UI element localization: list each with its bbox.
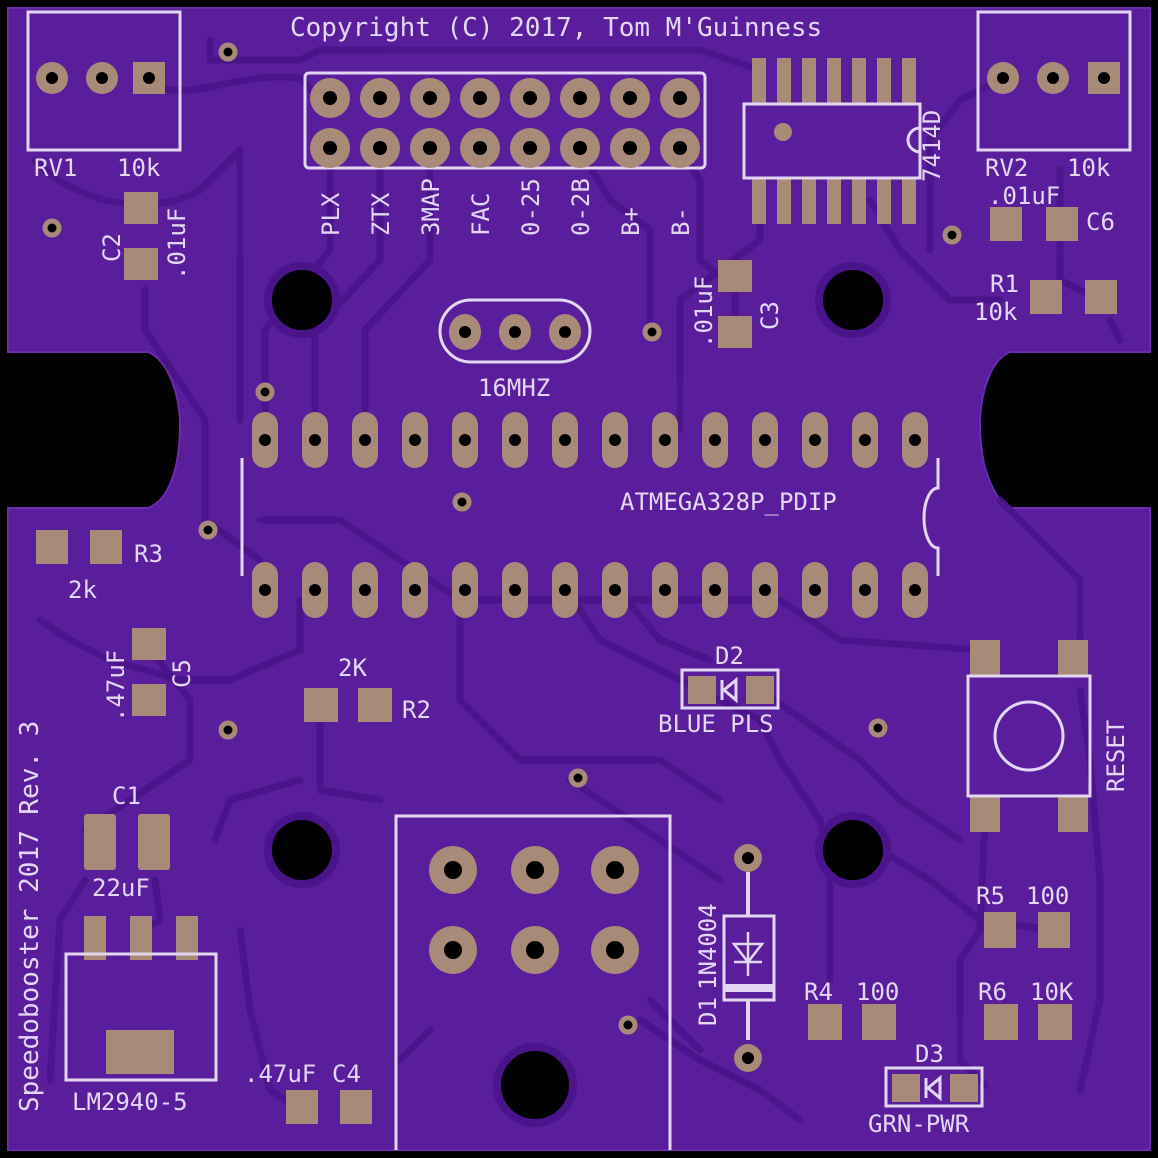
- copyright-text: Copyright (C) 2017, Tom M'Guinness: [290, 13, 822, 43]
- r1-value: 10k: [974, 298, 1018, 326]
- regulator-value: LM2940-5: [72, 1088, 188, 1116]
- vias: [42, 42, 962, 1035]
- r3-ref: R3: [134, 540, 163, 568]
- r4-resistor: R4 100: [804, 978, 899, 1040]
- header-pin-label: ZTX: [367, 192, 395, 236]
- ic-7414d: 7414D: [742, 58, 946, 224]
- header-pin-label: B+: [617, 207, 645, 236]
- r3-value: 2k: [68, 576, 97, 604]
- rv1-ref: RV1: [34, 154, 77, 182]
- r1-ref: R1: [990, 270, 1019, 298]
- r4-ref: R4: [804, 978, 833, 1006]
- rv1-value: 10k: [117, 154, 161, 182]
- reset-button: RESET: [966, 640, 1130, 832]
- ic1-value: 7414D: [918, 110, 946, 182]
- r3-resistor: R3 2k: [36, 530, 163, 604]
- d1-diode: D1 1N4004: [694, 844, 776, 1072]
- header-pin-label: PLX: [317, 192, 345, 236]
- r5-ref: R5: [976, 882, 1005, 910]
- r1-resistor: R1 10k: [974, 270, 1117, 326]
- six-pin-connector: [394, 814, 672, 1150]
- c6-ref: C6: [1086, 208, 1115, 236]
- d2-led: D2 BLUE PLS: [658, 642, 780, 738]
- c5-ref: C5: [168, 659, 196, 688]
- header-pin-label: B-: [667, 207, 695, 236]
- mcu-atmega328p: ATMEGA328P_PDIP: [240, 412, 940, 618]
- c5-value: .47uF: [102, 650, 130, 722]
- r2-ref: R2: [402, 696, 431, 724]
- r6-ref: R6: [978, 978, 1007, 1006]
- c2-value: .01uF: [163, 208, 191, 280]
- header-pin-label: 0-2B: [567, 178, 595, 236]
- header-pin-label: 0-25: [517, 178, 545, 236]
- reset-label: RESET: [1102, 720, 1130, 792]
- c3-value: .01uF: [690, 276, 718, 348]
- c2-capacitor: C2 .01uF: [98, 192, 191, 280]
- r2-resistor: 2K R2: [304, 654, 431, 724]
- r4-value: 100: [856, 978, 899, 1006]
- rv1-trimmer: RV1 10k: [26, 10, 182, 182]
- r6-value: 10K: [1030, 978, 1074, 1006]
- c6-capacitor: .01uF C6: [988, 182, 1115, 241]
- header-connector: PLX ZTX 3MAP FAC 0-25 0-2B B+ B-: [303, 71, 707, 236]
- c3-capacitor: .01uF C3: [690, 260, 784, 348]
- rv2-ref: RV2: [985, 154, 1028, 182]
- c4-capacitor: .47uF C4: [244, 1060, 372, 1124]
- copper-traces: [31, 36, 1124, 1124]
- mounting-holes: [264, 262, 891, 1127]
- header-pin-label: 3MAP: [417, 178, 445, 236]
- c3-ref: C3: [756, 301, 784, 330]
- header-pin-label: FAC: [467, 193, 495, 236]
- c1-value: 22uF: [92, 874, 150, 902]
- rv2-value: 10k: [1067, 154, 1111, 182]
- c4-ref: C4: [332, 1060, 361, 1088]
- mcu-value: ATMEGA328P_PDIP: [620, 488, 837, 516]
- d1-ref: D1: [694, 997, 722, 1026]
- crystal-value: 16MHZ: [478, 374, 550, 402]
- lm2940-regulator: LM2940-5: [64, 916, 218, 1116]
- c2-ref: C2: [98, 233, 126, 262]
- crystal-16mhz: 16MHZ: [438, 298, 592, 402]
- d3-led: D3 GRN-PWR: [868, 1040, 984, 1138]
- board-title: Speedobooster 2017 Rev. 3: [15, 721, 45, 1112]
- d2-ref: D2: [715, 642, 744, 670]
- c5-capacitor: .47uF C5: [102, 628, 196, 722]
- r2-value: 2K: [338, 654, 367, 682]
- d3-ref: D3: [915, 1040, 944, 1068]
- d2-value: BLUE PLS: [658, 710, 774, 738]
- r5-resistor: R5 100: [976, 882, 1070, 948]
- c1-ref: C1: [112, 782, 141, 810]
- d1-value: 1N4004: [694, 903, 722, 990]
- r5-value: 100: [1026, 882, 1069, 910]
- c6-value: .01uF: [988, 182, 1060, 210]
- c1-capacitor: C1 22uF: [84, 782, 170, 902]
- c4-value: .47uF: [244, 1060, 316, 1088]
- rv2-trimmer: RV2 10k: [976, 10, 1132, 182]
- r6-resistor: R6 10K: [978, 978, 1074, 1040]
- d3-value: GRN-PWR: [868, 1110, 970, 1138]
